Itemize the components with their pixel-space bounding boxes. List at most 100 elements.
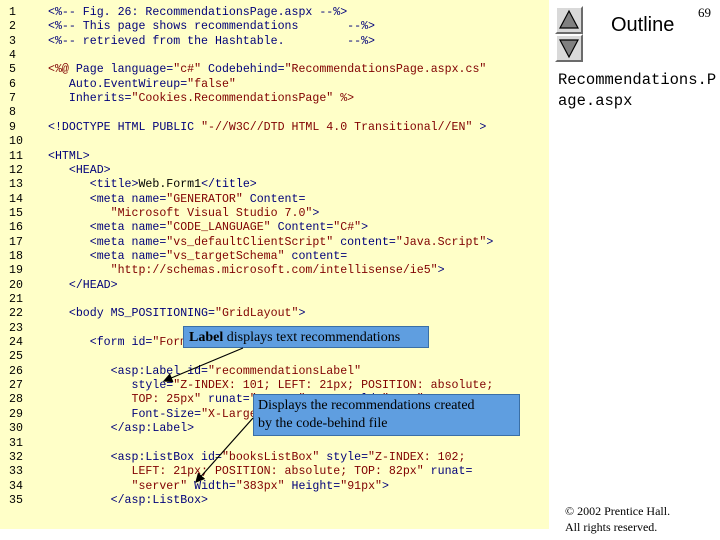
code-token: Content=	[270, 221, 334, 235]
code-line: 33 LEFT: 21px; POSITION: absolute; TOP: …	[0, 465, 549, 479]
code-line: 13 <title>Web.Form1</title>	[0, 178, 549, 192]
code-line: 22 <body MS_POSITIONING="GridLayout">	[0, 307, 549, 321]
code-token: <%-- Fig. 26: RecommendationsPage.aspx -…	[48, 6, 348, 19]
code-text: <!DOCTYPE HTML PUBLIC "-//W3C//DTD HTML …	[48, 121, 486, 135]
line-number: 23	[9, 321, 23, 335]
code-token: Height=	[284, 479, 341, 493]
code-text: <%-- This page shows recommendations --%…	[48, 20, 375, 34]
code-text: Inherits="Cookies.RecommendationsPage" %…	[48, 92, 354, 106]
line-number: 35	[9, 493, 23, 507]
code-line: 10	[0, 135, 549, 149]
code-line: 32 <asp:ListBox id="booksListBox" style=…	[0, 451, 549, 465]
code-token: >	[437, 264, 445, 278]
previous-slide-button[interactable]	[555, 6, 583, 34]
code-line: 23	[0, 322, 549, 336]
code-text: <%-- retrieved from the Hashtable. --%>	[48, 35, 375, 49]
code-token: <body MS_POSITIONING=	[48, 307, 215, 321]
line-number: 25	[9, 350, 23, 364]
code-token: "recommendationsLabel"	[208, 364, 362, 378]
triangle-up-icon	[559, 9, 579, 29]
line-number: 26	[9, 364, 23, 378]
line-number: 14	[9, 192, 23, 206]
code-line: 34 "server" Width="383px" Height="91px">	[0, 480, 549, 494]
line-number: 19	[9, 264, 23, 278]
code-line: 19 "http://schemas.microsoft.com/intelli…	[0, 264, 549, 278]
code-line: 21	[0, 293, 549, 307]
code-token: style=	[319, 450, 369, 464]
code-token: </asp:Label>	[48, 422, 195, 436]
code-token: Content=	[242, 192, 306, 206]
copyright-notice: © 2002 Prentice Hall. All rights reserve…	[565, 503, 670, 535]
copyright-line2: All rights reserved.	[565, 520, 658, 534]
code-text: </asp:Label>	[48, 422, 195, 436]
code-text: "server" Width="383px" Height="91px">	[48, 479, 388, 494]
line-number: 9	[9, 120, 16, 134]
code-token: >	[486, 235, 494, 249]
code-token: <title>	[48, 178, 139, 192]
line-number: 5	[9, 63, 16, 77]
line-number: 24	[9, 336, 23, 350]
code-line: 35 </asp:ListBox>	[0, 494, 549, 508]
callout-records-line2: by the code-behind file	[258, 416, 388, 431]
code-token: Codebehind=	[201, 63, 285, 77]
code-token: </HEAD>	[48, 278, 118, 292]
code-token: runat=	[423, 465, 473, 479]
code-line: 9 <!DOCTYPE HTML PUBLIC "-//W3C//DTD HTML…	[0, 121, 549, 135]
code-line: 25	[0, 350, 549, 364]
code-token: >	[472, 120, 487, 134]
line-number: 32	[9, 450, 23, 464]
code-line: 26 <asp:Label id="recommendationsLabel"	[0, 365, 549, 379]
line-number: 30	[9, 422, 23, 436]
code-token: <form id=	[48, 336, 153, 350]
code-token: <meta name=	[48, 235, 167, 249]
line-number: 15	[9, 206, 23, 220]
code-token: "Microsoft Visual Studio 7.0"	[48, 206, 313, 220]
code-line: 15 "Microsoft Visual Studio 7.0">	[0, 207, 549, 221]
next-slide-button[interactable]	[555, 34, 583, 62]
code-token: <asp:ListBox id=	[48, 450, 222, 464]
code-line: 4	[0, 49, 549, 63]
line-number: 22	[9, 307, 23, 321]
code-token: <%-- retrieved from the Hashtable. --%>	[48, 34, 375, 48]
line-number: 12	[9, 163, 23, 177]
callout-label-text: displays text recommendations	[223, 330, 401, 345]
file-name-caption: Recommendations.Page.aspx	[558, 71, 717, 110]
line-number: 13	[9, 178, 23, 192]
line-number: 1	[9, 6, 16, 19]
code-token: LEFT: 21px; POSITION: absolute; TOP: 82p…	[48, 465, 424, 479]
code-text: </HEAD>	[48, 279, 118, 293]
line-number: 3	[9, 34, 16, 48]
code-text: "Microsoft Visual Studio 7.0">	[48, 206, 320, 221]
code-token: "C#"	[333, 221, 362, 235]
code-token: "booksListBox"	[221, 450, 320, 464]
code-token: "server"	[48, 479, 188, 493]
code-line: 18 <meta name="vs_targetSchema" content=	[0, 250, 549, 264]
code-token: <asp:Label id=	[48, 364, 209, 378]
outline-label: Outline	[611, 14, 675, 36]
code-token: "RecommendationsPage.aspx.cs"	[284, 63, 487, 77]
code-token: "91px"	[340, 479, 382, 493]
code-text: <meta name="vs_targetSchema" content=	[48, 250, 347, 264]
code-line: 16 <meta name="CODE_LANGUAGE" Content="C…	[0, 221, 549, 235]
code-token: </title>	[201, 178, 257, 192]
code-token: Inherits=	[48, 92, 132, 106]
code-line: 7 Inherits="Cookies.RecommendationsPage"…	[0, 92, 549, 106]
code-token: runat=	[201, 393, 250, 407]
code-token: TOP: 25px"	[48, 393, 202, 407]
code-token: >	[361, 221, 369, 235]
code-text: <body MS_POSITIONING="GridLayout">	[48, 307, 306, 321]
code-line: 31	[0, 437, 549, 451]
line-number: 34	[9, 479, 23, 493]
line-number: 28	[9, 393, 23, 407]
copyright-line1: © 2002 Prentice Hall.	[565, 504, 671, 518]
code-token: <%@	[48, 63, 76, 77]
code-token: "X-Large"	[201, 407, 264, 421]
code-line: 5<%@ Page language="c#" Codebehind="Reco…	[0, 63, 549, 77]
line-number: 21	[9, 293, 23, 306]
line-number: 7	[9, 92, 16, 106]
code-token: "GENERATOR"	[166, 192, 243, 206]
triangle-down-icon	[559, 39, 579, 59]
line-number: 10	[9, 135, 23, 149]
code-token: </asp:ListBox>	[48, 493, 209, 507]
code-text: <meta name="CODE_LANGUAGE" Content="C#">	[48, 221, 368, 235]
